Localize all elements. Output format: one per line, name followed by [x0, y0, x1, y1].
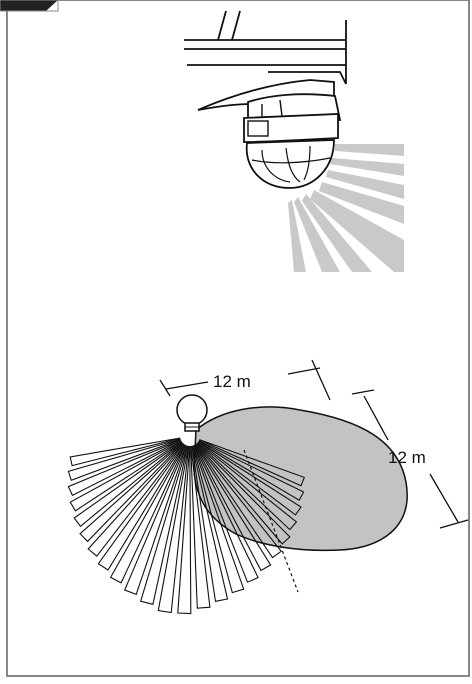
detection-finger — [79, 442, 184, 543]
detection-zone — [193, 406, 408, 552]
width-dimension — [159, 359, 331, 401]
detection-finger — [190, 445, 211, 609]
detection-finger — [198, 440, 305, 501]
detection-fan — [67, 437, 306, 615]
detection-finger — [69, 437, 181, 467]
detection-finger — [87, 443, 185, 557]
detection-finger — [67, 439, 182, 497]
detection-finger — [195, 443, 282, 559]
detection-finger — [196, 442, 291, 545]
sensor-dome — [245, 139, 335, 189]
detection-finger — [97, 443, 186, 571]
detection-finger — [177, 445, 192, 615]
detection-finger — [197, 442, 298, 531]
center-axis — [243, 449, 299, 593]
depth-dimension — [351, 389, 469, 529]
mounting-bracket — [184, 10, 347, 85]
corner-tab — [0, 0, 58, 11]
width-label: 12 m — [213, 372, 251, 391]
detection-finger — [67, 438, 181, 482]
sensor-illustration — [184, 10, 404, 272]
detection-finger — [69, 440, 182, 512]
bulb-icon — [176, 394, 208, 432]
sensor-housing — [197, 79, 342, 143]
detection-finger — [73, 441, 183, 528]
detection-finger — [192, 445, 245, 594]
detection-finger — [193, 444, 259, 583]
detection-finger — [191, 445, 229, 602]
detection-finger — [109, 444, 186, 584]
detection-finger — [157, 445, 190, 614]
detection-beams — [288, 144, 404, 272]
detection-finger — [197, 441, 302, 516]
detection-finger — [198, 439, 306, 487]
detection-finger — [140, 445, 189, 605]
detection-area-illustration: 12 m 12 m — [67, 359, 469, 615]
depth-label: 12 m — [388, 448, 426, 467]
detection-finger — [194, 444, 272, 572]
detection-finger — [123, 445, 188, 596]
